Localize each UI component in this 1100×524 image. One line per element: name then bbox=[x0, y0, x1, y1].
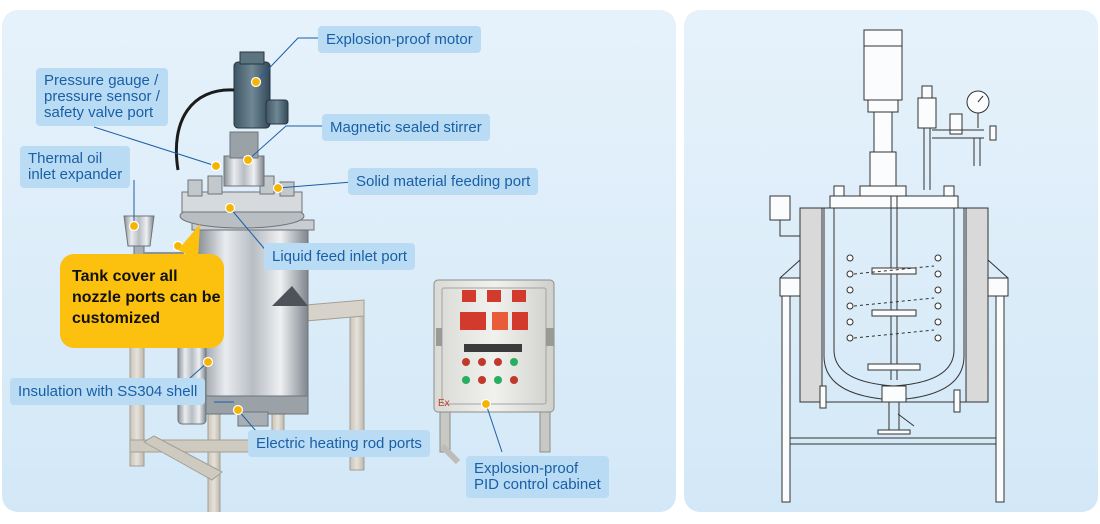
label-pressure-gauge-port: Pressure gauge / pressure sensor / safet… bbox=[36, 68, 168, 126]
explosion-proof-motor bbox=[174, 51, 289, 171]
callout-pointer bbox=[178, 224, 200, 260]
label-pid-control-cabinet: Explosion-proof PID control cabinet bbox=[466, 456, 609, 498]
customization-callout: Tank cover all nozzle ports can be custo… bbox=[60, 254, 224, 348]
label-solid-material-feeding-port: Solid material feeding port bbox=[348, 168, 539, 195]
label-explosion-proof-motor: Explosion-proof motor bbox=[318, 26, 481, 53]
label-thermal-oil-inlet-expander: Thermal oil inlet expander bbox=[20, 146, 131, 188]
ex-marking: Ex bbox=[438, 398, 450, 409]
reactor-schematic-drawing bbox=[769, 29, 1009, 503]
marker-dots bbox=[128, 76, 492, 416]
label-electric-heating-rod-ports: Electric heating rod ports bbox=[248, 430, 430, 457]
label-magnetic-sealed-stirrer: Magnetic sealed stirrer bbox=[322, 114, 490, 141]
photo-panel: Ex Explosio bbox=[2, 10, 676, 512]
pid-control-cabinet bbox=[433, 279, 555, 465]
tank-cover bbox=[179, 131, 305, 229]
label-insulation-ss304-shell: Insulation with SS304 shell bbox=[10, 378, 206, 405]
label-liquid-feed-inlet-port: Liquid feed inlet port bbox=[264, 243, 416, 270]
schematic-panel bbox=[684, 10, 1098, 512]
